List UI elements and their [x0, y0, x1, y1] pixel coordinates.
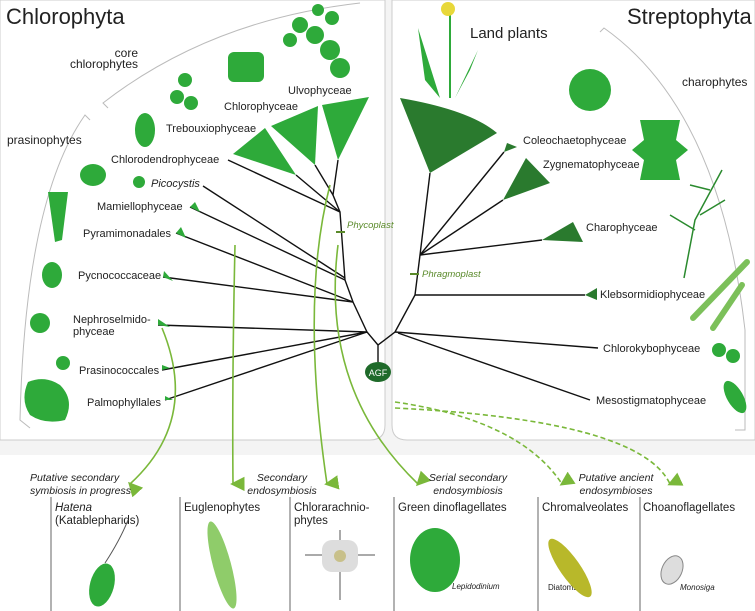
taxon-label: Zygnematophyceae	[543, 159, 640, 171]
chlorarachniophytes-title: Chlorarachnio-	[294, 502, 370, 514]
trebouxiophyceae-cells-icon	[170, 73, 198, 110]
trebouxiophyceae-clade	[233, 128, 296, 175]
agf-label: AGF	[369, 368, 388, 378]
caption-line: endosymbiosis	[247, 485, 317, 497]
chlorodendrophyceae-cell-icon	[135, 113, 155, 147]
pyramimonas-cell-icon	[48, 192, 68, 242]
bottom-strip	[0, 455, 755, 611]
land-plants-clade	[400, 98, 497, 173]
chlorophytes-label: chlorophytes	[70, 57, 138, 71]
taxon-label: Trebouxiophyceae	[166, 123, 256, 135]
mesostigma-cell-icon	[723, 380, 747, 414]
chlorophyta-title: Chlorophyta	[6, 4, 125, 29]
caption-line: Serial secondary	[429, 472, 508, 484]
hatena-cell-icon	[89, 563, 115, 607]
streptophyta-panel	[391, 0, 755, 441]
prasinophytes-label: prasinophytes	[7, 133, 82, 147]
bottom-organism-illustrations	[89, 519, 684, 609]
arrow-choanoflagellates	[394, 407, 684, 486]
taxon-label: phyceae	[73, 326, 115, 338]
chromalveolates-title: Chromalveolates	[542, 502, 629, 514]
chlorarachniophytes-subtitle: phytes	[294, 515, 328, 527]
palmophyllales-thallus-icon	[24, 379, 70, 422]
chara-stonewort-icon	[669, 169, 726, 279]
picocystis-cell-icon	[133, 176, 145, 188]
taxon-label: Klebsormidiophyceae	[600, 289, 705, 301]
ulvophyceae-clade	[322, 97, 369, 160]
dandelion-land-plant-icon	[418, 2, 478, 98]
coleochaete-disc-icon	[569, 69, 611, 111]
chlorophyta-tree	[157, 151, 599, 401]
taxon-label: Mesostigmatophyceae	[596, 395, 706, 407]
choanoflagellates-title: Choanoflagellates	[643, 502, 735, 514]
phragmoplast-label: Phragmoplast	[422, 269, 481, 280]
caption-line: endosymbioses	[580, 485, 654, 497]
monosiga-label: Monosiga	[680, 583, 715, 592]
arrow-green-dinoflagellates	[334, 244, 432, 487]
taxon-label: Chlorokybophyceae	[603, 343, 700, 355]
charophytes-bracket	[599, 27, 746, 431]
taxon-label: Charophyceae	[586, 222, 658, 234]
streptophyta-title: Streptophyta	[627, 4, 753, 29]
caption-line: Secondary	[257, 472, 308, 484]
nephroselmis-cell-icon	[30, 313, 50, 333]
prasinophytes-bracket	[19, 114, 91, 429]
monosiga-cell-icon	[660, 555, 684, 585]
recipient-lineage-boxes	[50, 497, 641, 611]
arrow-euglenophytes	[230, 244, 245, 492]
diatoms-label: Diatoms	[548, 583, 577, 592]
taxon-label: Coleochaetophyceae	[523, 135, 626, 147]
core-label: core	[115, 46, 139, 60]
chlorophyceae-colony-icon	[228, 52, 264, 82]
taxon-label: Ulvophyceae	[288, 85, 352, 97]
prasinophyte-cell-icon	[80, 164, 106, 186]
pycnococcus-cell-icon	[42, 262, 62, 288]
chlorophyta-taxa: Ulvophyceae Chlorophyceae Trebouxiophyce…	[73, 85, 394, 409]
taxon-label: Mamiellophyceae	[97, 201, 183, 213]
endosymbiosis-captions: Putative secondary symbiosis in progress…	[30, 472, 654, 497]
taxon-label: Pyramimonadales	[83, 228, 172, 240]
hatena-title: Hatena	[55, 502, 92, 514]
charophytes-label: charophytes	[682, 75, 747, 89]
clade-triangles	[158, 97, 597, 400]
hatena-subtitle: (Katablepharids)	[55, 515, 140, 527]
taxon-label: Nephroselmido-	[73, 314, 151, 326]
taxon-label: Palmophyllales	[87, 397, 161, 409]
chlorokybus-cells-icon	[712, 343, 740, 363]
lepidodinium-cell-icon	[410, 528, 460, 592]
taxon-label: Pycnococcaceae	[78, 270, 161, 282]
euglena-cell-icon	[207, 521, 237, 609]
taxon-label: Prasinococcales	[79, 365, 160, 377]
agf-root-node	[365, 362, 391, 382]
streptophyta-taxa: Coleochaetophyceae Zygnematophyceae Char…	[422, 135, 706, 407]
caption-line: endosymbiosis	[433, 485, 503, 497]
chlorarachnion-cell-icon	[305, 530, 375, 600]
land-plants-label: Land plants	[470, 25, 548, 42]
prasinococcus-cell-icon	[56, 356, 70, 370]
mamiellophyceae-clade	[190, 202, 200, 212]
caption-line: Putative ancient	[579, 472, 655, 484]
lepidodinium-label: Lepidodinium	[452, 582, 500, 591]
chlorophyceae-clade	[271, 106, 318, 165]
taxon-label: Chlorophyceae	[224, 101, 298, 113]
diatom-cell-icon	[548, 538, 592, 598]
arrow-chlorarachniophytes	[313, 184, 340, 490]
klebsormidium-filaments-icon	[690, 259, 750, 331]
organism-illustrations	[24, 2, 750, 422]
taxon-label: Chlorodendrophyceae	[111, 154, 219, 166]
phycoplast-label: Phycoplast	[347, 220, 394, 231]
arrow-chromalveolates	[394, 401, 576, 486]
taxon-label: Picocystis	[151, 178, 200, 190]
green-dinoflagellates-title: Green dinoflagellates	[398, 502, 507, 514]
arrow-hatena	[128, 327, 177, 498]
euglenophytes-title: Euglenophytes	[184, 502, 260, 514]
micrasterias-desmid-icon	[632, 120, 688, 180]
caption-line: Putative secondary	[30, 472, 120, 484]
caption-line: symbiosis in progress	[30, 485, 132, 497]
ulvophyte-seaweed-icon	[283, 4, 350, 78]
